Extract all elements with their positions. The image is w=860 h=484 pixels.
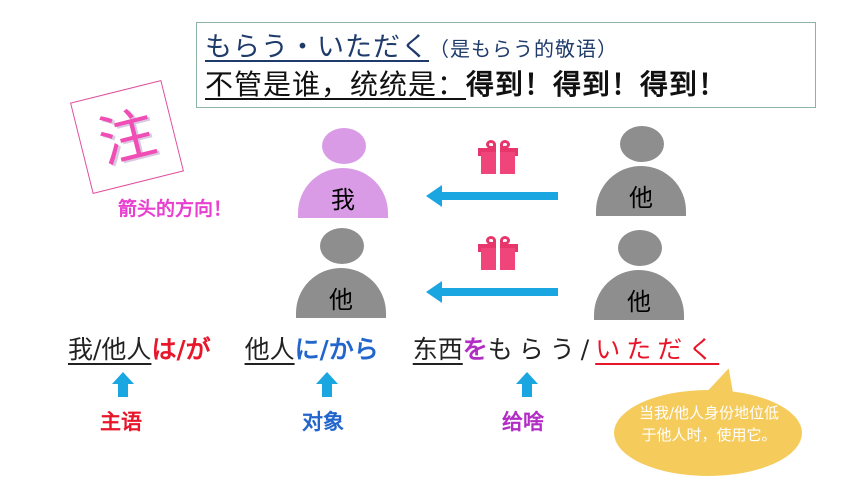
arrow-up-icon [112, 372, 134, 397]
person-head [322, 128, 366, 164]
arrow-direction-hint: 箭头的方向！ [118, 198, 233, 220]
title-main: もらう・いただく [205, 32, 429, 63]
title-line2: 不管是谁，统统是：得到！得到！得到！ [205, 63, 727, 103]
callout-text: 当我/他人身份地位低于他人时，使用它。 [638, 404, 780, 444]
role-subject: 主语 [100, 410, 142, 434]
title-emphasis: 得到！得到！得到！ [466, 68, 728, 101]
subject-word: 我/他人 [68, 335, 152, 364]
note-stamp: 注 [70, 80, 184, 194]
person-icon-receiver-row1: 我 [298, 128, 388, 218]
person-head [618, 230, 662, 266]
verb-plain: もらう/ [487, 335, 596, 364]
arrow-left-icon [426, 185, 558, 207]
subject-particle: は/が [151, 335, 211, 364]
object-particle: を [462, 335, 488, 364]
sentence-pattern: 我/他人は/が 他人に/から 东西をもらう/いただく [68, 330, 719, 366]
person-icon-giver-row2: 他 [594, 230, 684, 320]
callout-shape [614, 390, 802, 476]
arrow-left-icon [426, 281, 558, 303]
receiver-label-row1: 我 [331, 186, 355, 214]
title-line1: もらう・いただく（是もらう的敬语） [205, 25, 618, 64]
target-particle: に/から [294, 335, 379, 364]
person-head [620, 126, 664, 162]
title-note: （是もらう的敬语） [429, 37, 618, 61]
receiver-label-row2: 他 [329, 286, 353, 314]
giver-label-row2: 他 [627, 288, 651, 316]
title-prefix: 不管是谁，统统是： [205, 68, 467, 101]
giver-label-row1: 他 [629, 184, 653, 212]
object-word: 东西 [412, 335, 463, 364]
person-head [320, 228, 364, 264]
target-word: 他人 [244, 335, 295, 364]
role-object: 给啥 [502, 410, 544, 434]
title-box: もらう・いただく（是もらう的敬语） 不管是谁，统统是：得到！得到！得到！ [196, 22, 816, 108]
callout-bubble: 当我/他人身份地位低于他人时，使用它。 [614, 364, 802, 476]
role-target: 对象 [302, 410, 344, 434]
arrow-up-icon [316, 372, 338, 397]
gift-icon [478, 236, 518, 270]
person-icon-receiver-row2: 他 [296, 228, 386, 318]
person-icon-giver-row1: 他 [596, 126, 686, 216]
arrow-up-icon [516, 372, 538, 397]
note-char: 注 [92, 100, 163, 177]
gift-icon [478, 140, 518, 174]
verb-honorific: いただく [595, 335, 720, 364]
